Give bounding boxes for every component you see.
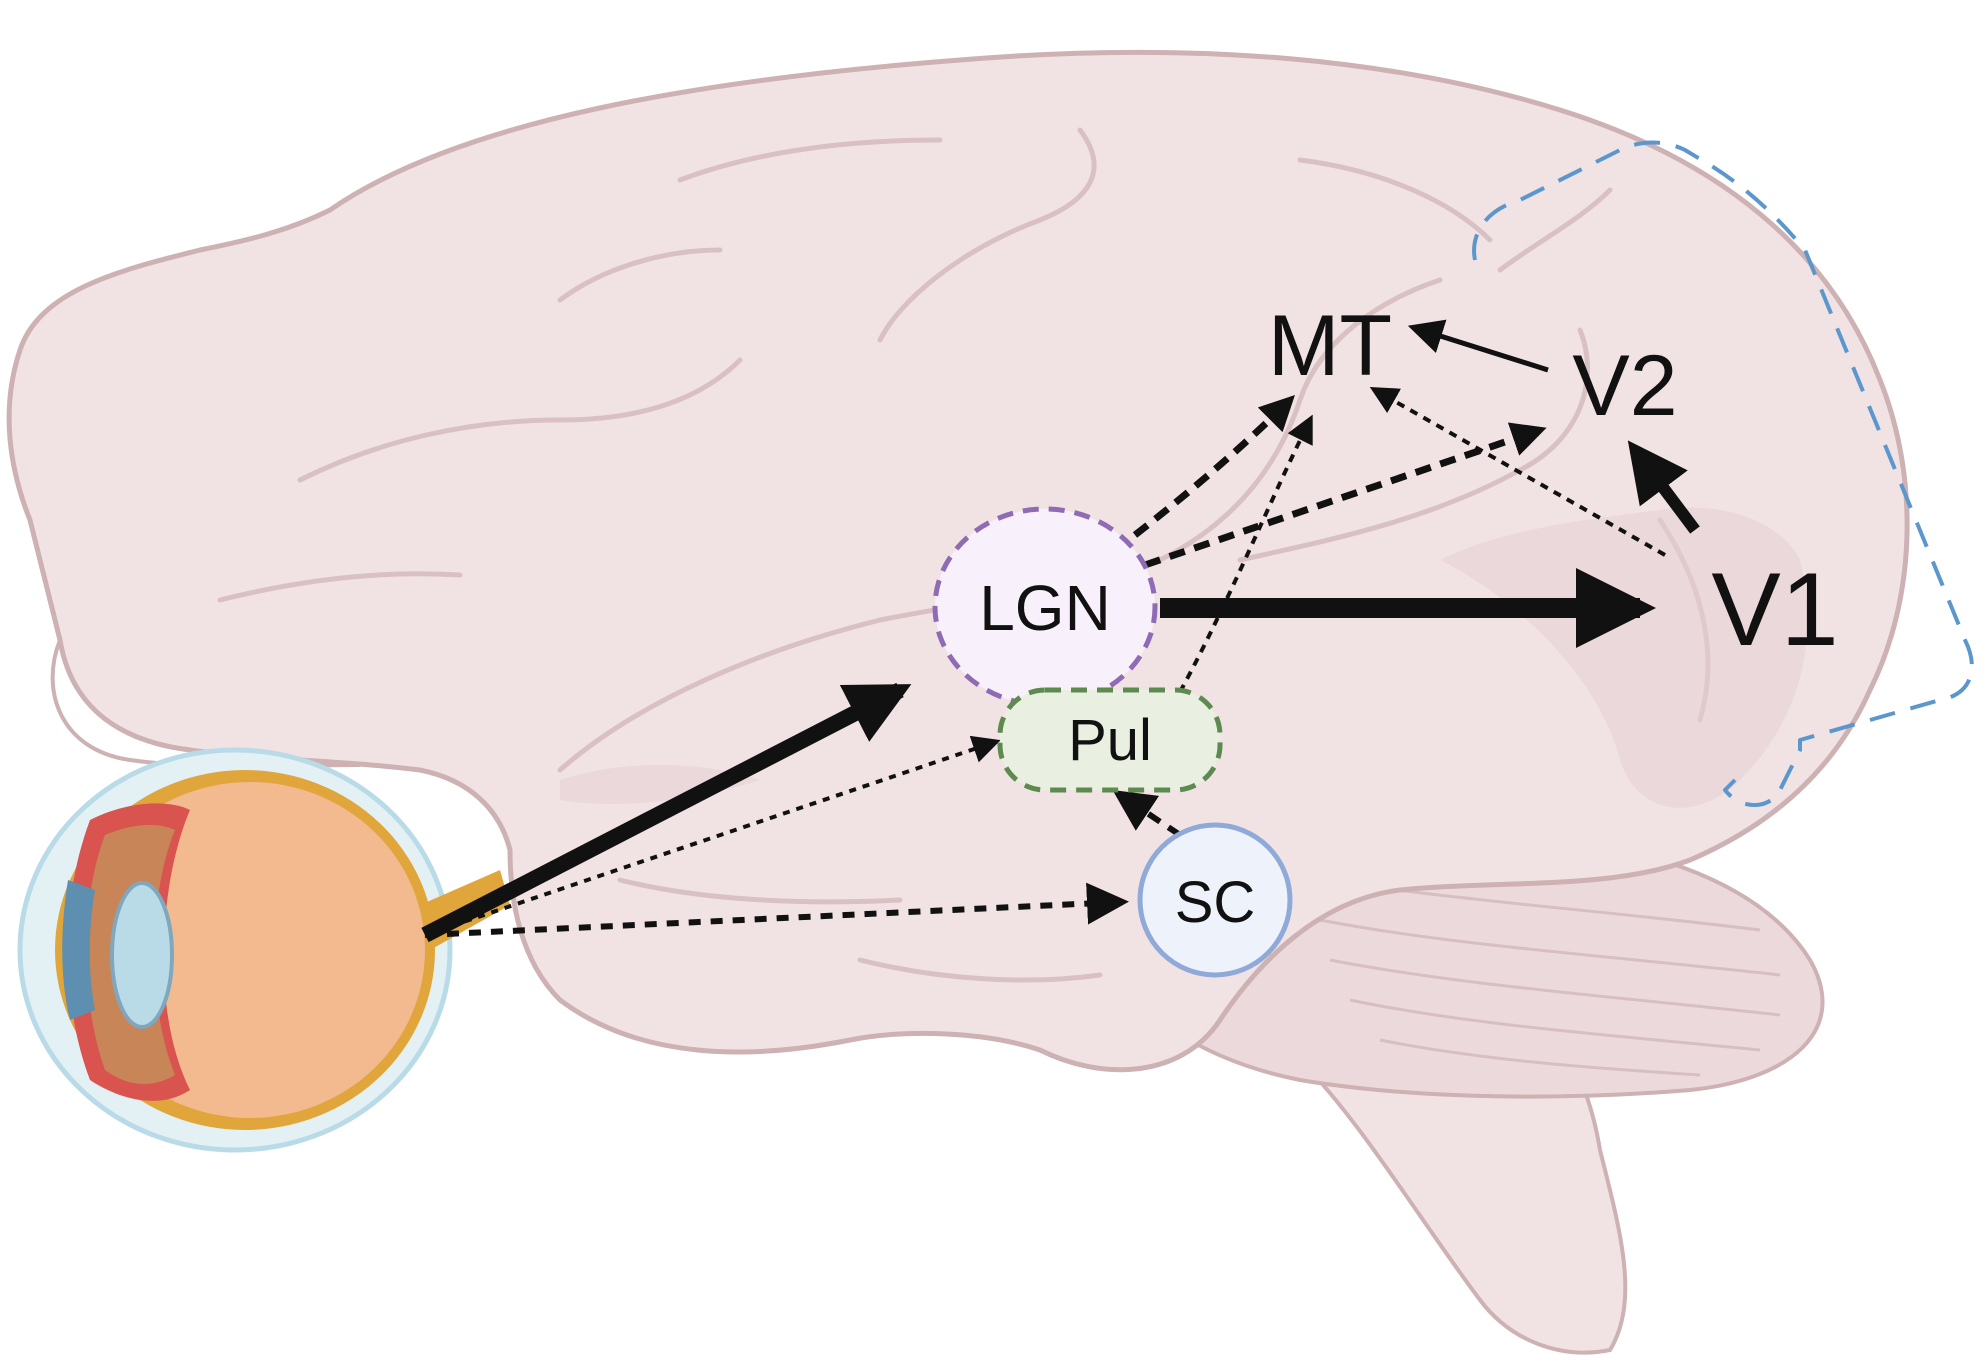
mt-label: MT [1268, 298, 1392, 394]
lgn-label: LGN [979, 572, 1111, 644]
v1-to-v2-arrow [1627, 440, 1700, 534]
sc-label: SC [1175, 870, 1256, 935]
pul-node: Pul [997, 687, 1223, 793]
pul-to-mt-arrow [1178, 414, 1313, 693]
sc-node: SC [1137, 822, 1293, 978]
eye-to-pul-arrow [424, 735, 1001, 937]
brain-shading [560, 507, 1808, 808]
brainstem [1295, 1017, 1628, 1355]
connections [421, 319, 1700, 943]
v1-to-mt-arrow [1369, 387, 1666, 557]
v2-to-mt-arrow [1407, 319, 1549, 373]
eye-icon [17, 747, 510, 1153]
lgn-node: LGN [932, 506, 1158, 708]
sc-to-pul-arrow [1112, 790, 1182, 838]
eye-to-sc-arrow [424, 882, 1129, 938]
v2-label: V2 [1572, 338, 1677, 434]
pul-label: Pul [1068, 708, 1152, 773]
lgn-to-v2-arrow [1143, 422, 1547, 569]
v1-label: V1 [1711, 552, 1838, 668]
eye-to-lgn-arrow [421, 682, 912, 943]
